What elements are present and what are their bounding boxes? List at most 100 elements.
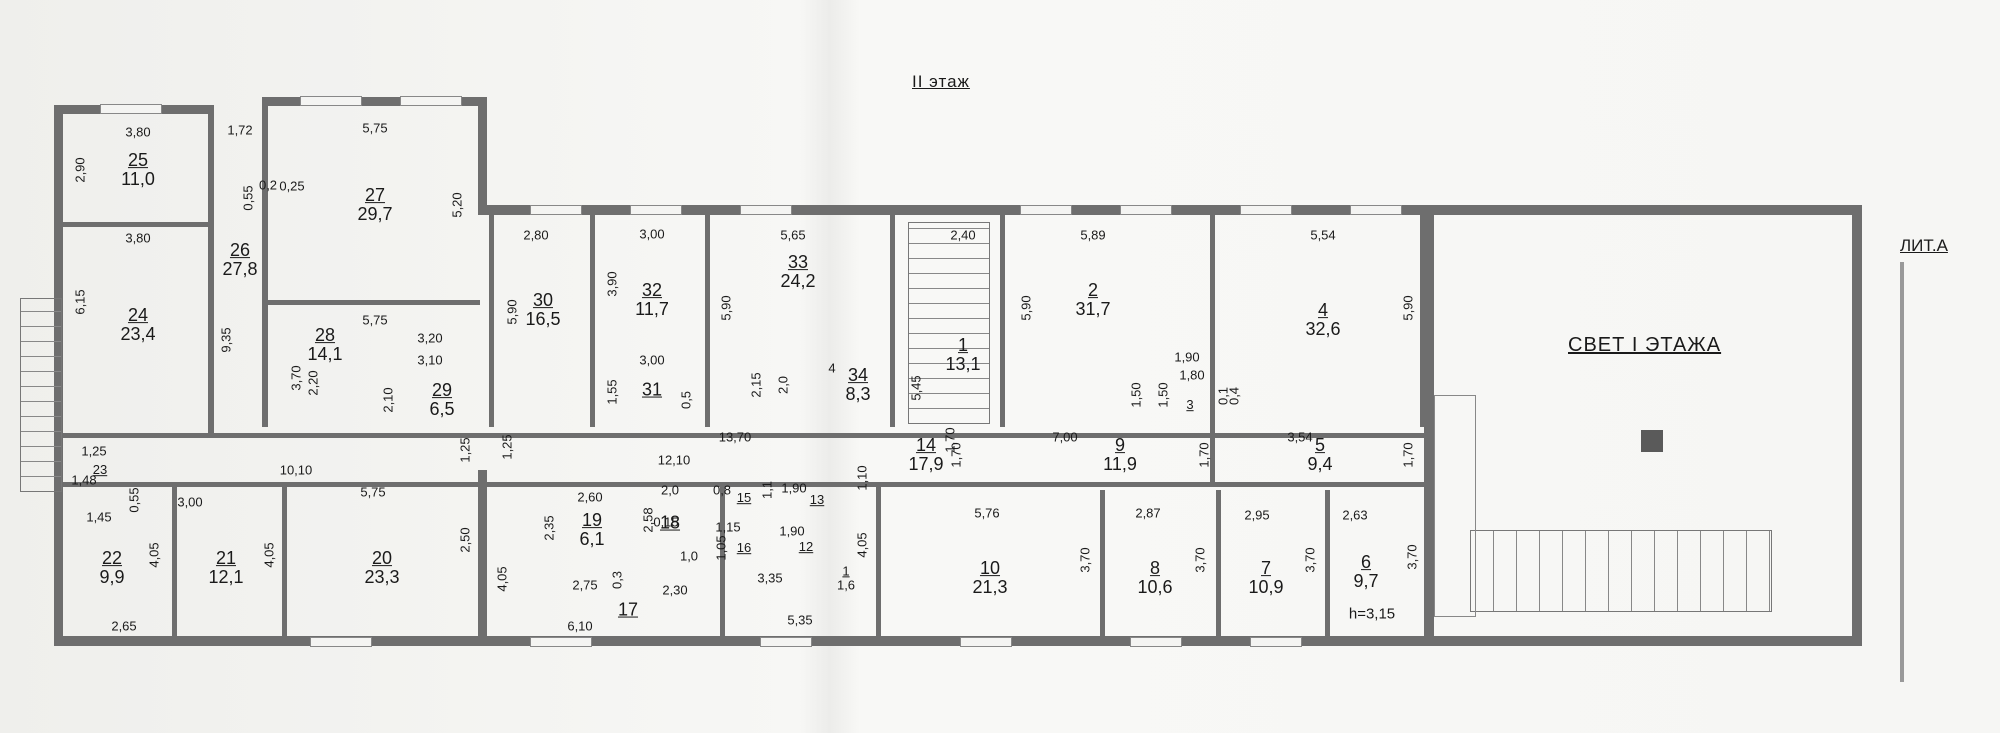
dimension-label: 2,40: [950, 227, 976, 243]
dimension-label: 5,75: [360, 484, 386, 500]
dimension-label: 1,90: [781, 480, 807, 496]
dimension-label: 3,20: [417, 330, 443, 346]
dimension-label: 1,90: [779, 523, 805, 539]
wall: [720, 482, 725, 642]
dimension-label: 2,80: [523, 227, 549, 243]
dimension-label: 5,45: [908, 375, 924, 401]
dimension-label: 2,60: [577, 489, 603, 505]
dimension-label: 5,75: [362, 120, 388, 136]
window: [630, 205, 682, 215]
dimension-label: 0,3: [609, 570, 625, 590]
dimension-label: 1,50: [1128, 382, 1144, 408]
dimension-label: 1,70: [1196, 442, 1212, 468]
dimension-label: 3,00: [177, 494, 203, 510]
dimension-label: 10,10: [279, 462, 313, 478]
window: [300, 96, 362, 106]
dimension-label: 0,4: [1226, 386, 1242, 406]
dimension-label: 2,30: [662, 582, 688, 598]
dimension-label: 0,55: [126, 487, 142, 513]
wall: [1420, 215, 1425, 427]
window: [100, 104, 162, 114]
wall: [890, 215, 895, 427]
wall: [489, 215, 494, 427]
staircase: [908, 222, 990, 424]
dimension-label: 3,90: [604, 271, 620, 297]
dimension-label: 7,00: [1052, 429, 1078, 445]
dimension-label: 3,54: [1287, 429, 1313, 445]
room-16: 16: [736, 540, 752, 556]
dimension-label: 2,75: [572, 577, 598, 593]
column-marker: [1641, 430, 1663, 452]
room-18: 18: [659, 512, 681, 533]
dimension-label: 1,80: [1179, 367, 1205, 383]
dimension-label: 2,63: [1342, 507, 1368, 523]
dimension-label: 2,20: [305, 370, 321, 396]
window: [310, 637, 372, 647]
dimension-label: 4,05: [494, 566, 510, 592]
light-well-rail: [1434, 395, 1476, 617]
dimension-label: 3,70: [288, 365, 304, 391]
window: [1120, 205, 1172, 215]
dimension-label: 1,25: [457, 437, 473, 463]
dimension-label: 3,70: [1077, 547, 1093, 573]
lit-label: ЛИТ.А: [1900, 236, 1948, 255]
dimension-label: 2,15: [748, 372, 764, 398]
wall: [1210, 215, 1215, 485]
dimension-label: 4,05: [261, 542, 277, 568]
wall: [590, 215, 595, 427]
dimension-label: 5,75: [362, 312, 388, 328]
dimension-label: 1,1: [759, 480, 775, 500]
window: [1240, 205, 1292, 215]
dimension-label: 1,45: [86, 509, 112, 525]
window: [1350, 205, 1402, 215]
dimension-label: 5,90: [718, 295, 734, 321]
dimension-label: 1,70: [948, 442, 964, 468]
dimension-label: 5,89: [1080, 227, 1106, 243]
dimension-label: 3,70: [1302, 547, 1318, 573]
dimension-label: 3,10: [417, 352, 443, 368]
dimension-label: 0,15: [653, 514, 679, 530]
dimension-label: 6,15: [72, 289, 88, 315]
wall: [1000, 215, 1005, 427]
wall: [268, 300, 480, 305]
wall: [172, 482, 177, 642]
wall: [1325, 490, 1330, 642]
dimension-label: 2,0: [775, 375, 791, 395]
building-edge-line: [1900, 262, 1904, 682]
dimension-label: 2,87: [1135, 505, 1161, 521]
dimension-label: 1,25: [499, 434, 515, 460]
room-13: 13: [809, 492, 825, 508]
dimension-label: 2,90: [72, 157, 88, 183]
dimension-label: 5,35: [787, 612, 813, 628]
dimension-label: 5,65: [780, 227, 806, 243]
window: [530, 637, 592, 647]
wall: [1100, 490, 1105, 642]
dimension-label: 0,55: [240, 185, 256, 211]
dimension-label: 5,90: [504, 299, 520, 325]
dimension-label: 2,0: [660, 482, 680, 498]
light-well-label: СВЕТ I ЭТАЖА: [1568, 334, 1722, 356]
dimension-label: 1,05: [713, 535, 729, 561]
dimension-label: 3,35: [757, 570, 783, 586]
wall: [1424, 205, 1434, 645]
wall: [1852, 205, 1862, 645]
dimension-label: 1,10: [854, 465, 870, 491]
dimension-label: 2,50: [457, 527, 473, 553]
window: [1250, 637, 1302, 647]
dimension-label: 3,70: [1404, 544, 1420, 570]
